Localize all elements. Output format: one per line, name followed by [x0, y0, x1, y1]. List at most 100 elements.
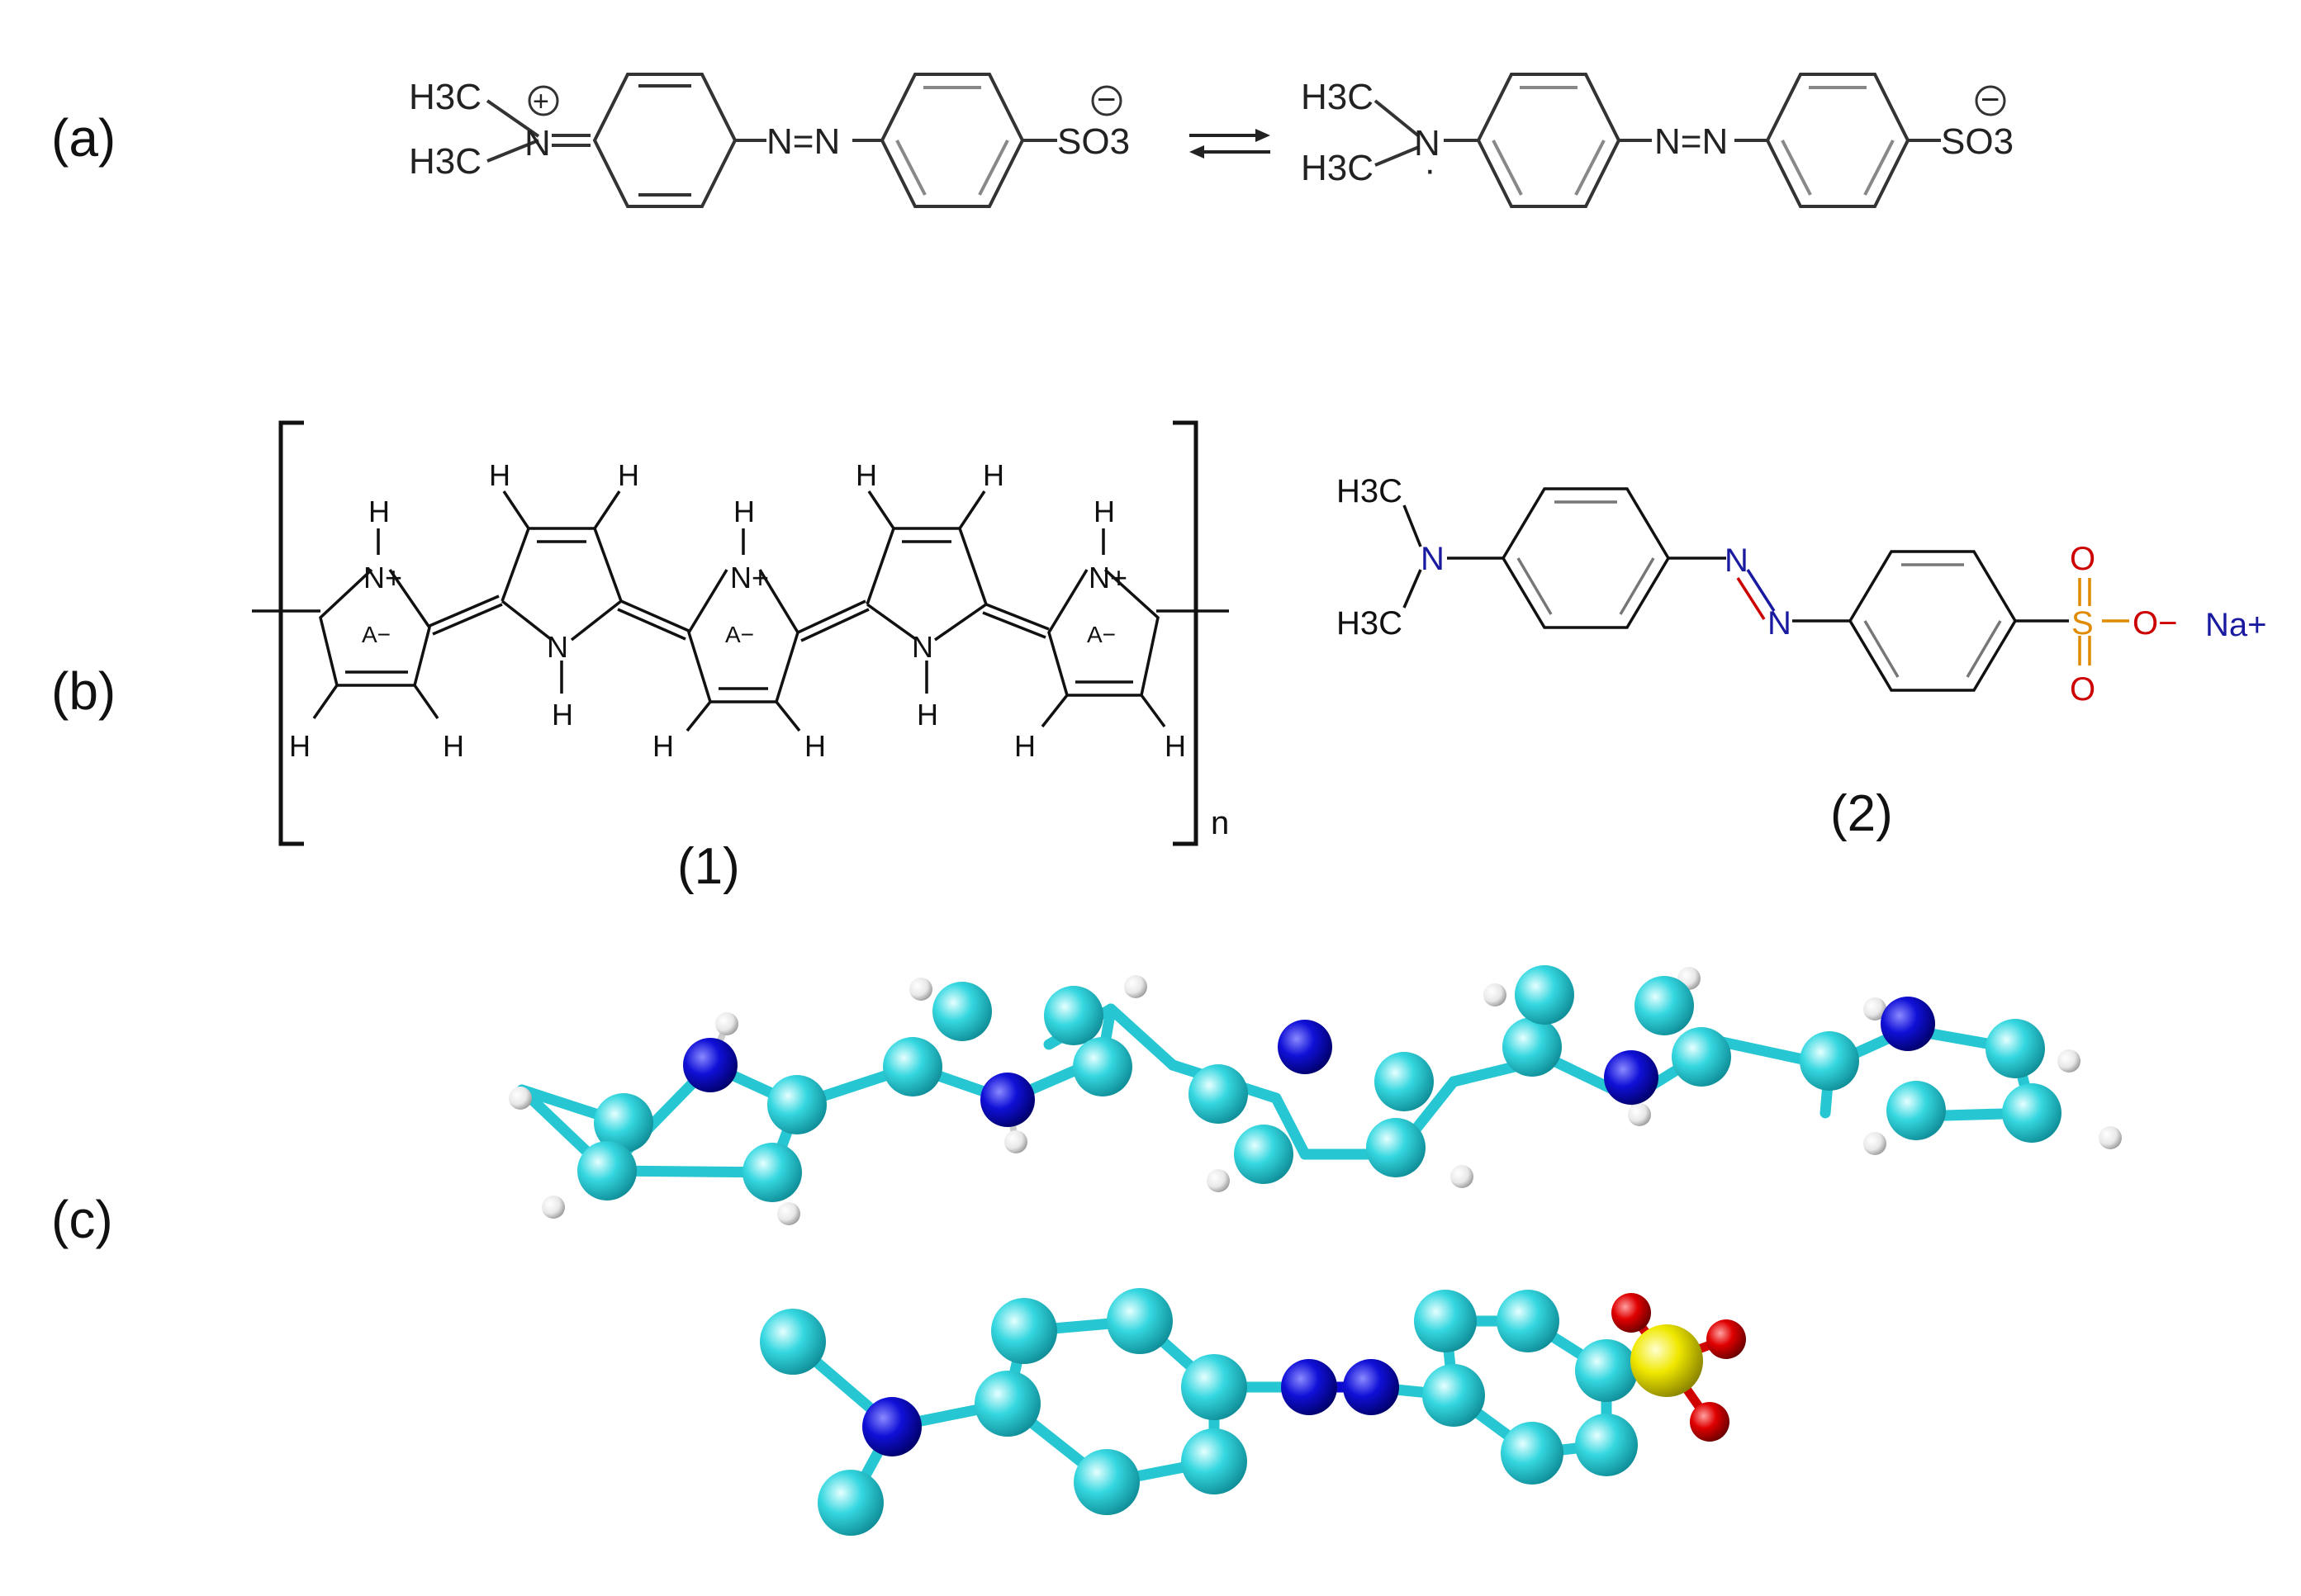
benzene-ring-1 [1501, 487, 1671, 629]
hydrogen-atom [2099, 1126, 2122, 1149]
nitrogen-label: N [524, 123, 551, 163]
nitrogen-atom [1343, 1359, 1399, 1415]
carbon-atom [742, 1143, 802, 1202]
carbon-atom [577, 1141, 637, 1201]
carbon-atom [1107, 1288, 1173, 1354]
nitrogen-atom [862, 1397, 922, 1456]
hydrogen-atom [1628, 1103, 1651, 1126]
azo-label: N=N [766, 121, 840, 162]
ring-3 [687, 569, 799, 703]
oxygen-atom [1690, 1402, 1729, 1442]
carbon-atom [1074, 1449, 1140, 1515]
amine-n: N [1421, 541, 1445, 577]
ring-2 [501, 527, 624, 642]
h-top-1: H [489, 458, 510, 492]
ball-stick-methyl-orange-atoms [760, 1288, 1746, 1536]
ring-5 [1047, 568, 1160, 697]
a-minus-1: A− [362, 622, 391, 647]
nitrogen-label: N [1414, 123, 1440, 163]
bond [1374, 145, 1420, 167]
carbon-atom [594, 1093, 653, 1153]
repeat-subscript: n [1211, 805, 1229, 841]
n-plus-2: N+ [730, 561, 769, 594]
hydrogen-atom [2057, 1049, 2080, 1073]
carbon-atom [1374, 1052, 1434, 1111]
panel-a-quinoid-structure [486, 73, 1122, 208]
panel-a-label: (a) [51, 108, 116, 168]
oxygen-bottom: O [2070, 671, 2095, 708]
hydrogen-atom [1207, 1169, 1230, 1192]
h-bot-4: H [804, 729, 826, 763]
minus-charge: − [1097, 82, 1116, 118]
panel-a-benzenoid-labels: H3C H3C N · N=N SO3 − [1301, 77, 2014, 190]
oxygen-top: O [2070, 541, 2095, 577]
quinoid-ring [592, 73, 738, 208]
lone-pair-dot: · [1424, 149, 1436, 190]
bond [1373, 99, 1421, 138]
azo-label: N=N [1654, 121, 1728, 162]
nitrogen-atom [1604, 1050, 1658, 1105]
carbon-atom [1497, 1290, 1559, 1352]
hydrogen-atom [909, 978, 932, 1001]
sodium-ion: Na+ [2205, 607, 2267, 643]
h-bot-2: H [443, 729, 464, 763]
polypyrrole-labels: N+ N+ N+ H H H A− A− A− N N H H H H H H … [289, 458, 1229, 895]
carbon-atom [1073, 1037, 1132, 1096]
carbon-atom [1634, 976, 1694, 1035]
benzene-ring [880, 73, 1025, 208]
benzene-ring-2 [1848, 550, 2018, 692]
hydrogen-atom [1124, 975, 1147, 998]
carbon-atom [1366, 1118, 1426, 1177]
carbon-atom [1414, 1290, 1477, 1352]
minus-charge: − [1981, 82, 2000, 118]
carbon-atom [1181, 1354, 1247, 1420]
h3c-bottom: H3C [1336, 605, 1402, 642]
panel-a-quinoid-labels: H3C H3C N + N=N SO3 − [409, 77, 1130, 182]
carbon-atom [991, 1298, 1057, 1364]
oxygen-atom [1611, 1293, 1651, 1333]
sulfur-atom [1630, 1324, 1703, 1397]
sulfonate-label: SO3 [1941, 121, 2014, 162]
polypyrrole-structure [252, 490, 1229, 732]
oxygen-atom [1706, 1319, 1746, 1359]
minus-charge-circle [1975, 85, 2006, 116]
methyl-top: H3C [409, 77, 482, 117]
bond [895, 140, 927, 196]
hydrogen-atom [542, 1196, 565, 1219]
ball-stick-polypyrrole-atoms [509, 965, 2122, 1225]
carbon-atom [1515, 965, 1574, 1025]
plus-charge: + [533, 86, 549, 117]
azo-n-2: N [1767, 605, 1791, 642]
carbon-atom [1886, 1081, 1946, 1140]
hydrogen-atom [1863, 997, 1886, 1021]
bond [978, 140, 1009, 196]
hydrogen-atom [509, 1087, 532, 1110]
carbon-atom [1501, 1422, 1563, 1485]
sulfonate-label: SO3 [1057, 121, 1130, 162]
n-plus-1: N+ [363, 561, 402, 594]
ring-1 [319, 568, 431, 687]
carbon-atom [2002, 1083, 2061, 1143]
hydrogen-atom [1863, 1132, 1886, 1155]
methyl-orange-structure [1402, 487, 2129, 692]
a-minus-2: A− [725, 622, 754, 647]
h-top-3: H [856, 458, 877, 492]
carbon-atom [1575, 1414, 1638, 1476]
hydrogen-atom [777, 1202, 800, 1225]
bond [1492, 140, 1523, 196]
h-top-2: H [618, 458, 639, 492]
benzene-ring [1476, 73, 1621, 208]
hydrogen-atom [1483, 983, 1506, 1006]
h-n1: H [368, 495, 390, 528]
panel-a-benzenoid-structure [1373, 73, 2006, 208]
carbon-atom [760, 1309, 826, 1375]
h-bot-3: H [652, 729, 674, 763]
azo-n-1: N [1725, 542, 1748, 579]
bond [1863, 140, 1895, 196]
carbon-atom [818, 1470, 884, 1536]
carbon-atom [1181, 1428, 1247, 1494]
carbon-atom [1044, 986, 1103, 1045]
carbon-atom [1188, 1064, 1248, 1124]
minus-charge-circle [1091, 85, 1122, 116]
